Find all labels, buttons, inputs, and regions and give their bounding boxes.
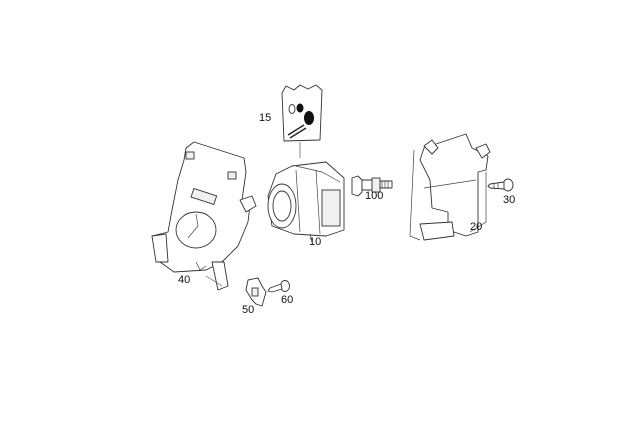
- part-50-clip[interactable]: [245, 277, 267, 307]
- part-60-screw[interactable]: [267, 280, 290, 293]
- callout-30: 30: [503, 194, 516, 206]
- part-20-bracket[interactable]: [409, 133, 491, 241]
- callout-50: 50: [242, 304, 255, 316]
- part-10-housing[interactable]: [267, 161, 345, 243]
- part-100-connector[interactable]: [351, 175, 393, 197]
- callout-100: 100: [365, 190, 384, 202]
- callout-20: 20: [470, 221, 483, 233]
- part-30-screw[interactable]: [487, 178, 514, 192]
- callout-15: 15: [259, 112, 272, 124]
- callout-40: 40: [178, 274, 191, 286]
- part-15-kit-bag[interactable]: [281, 84, 323, 158]
- callout-60: 60: [281, 294, 294, 306]
- callout-10: 10: [309, 236, 322, 248]
- part-40-holder-plate[interactable]: [151, 141, 257, 291]
